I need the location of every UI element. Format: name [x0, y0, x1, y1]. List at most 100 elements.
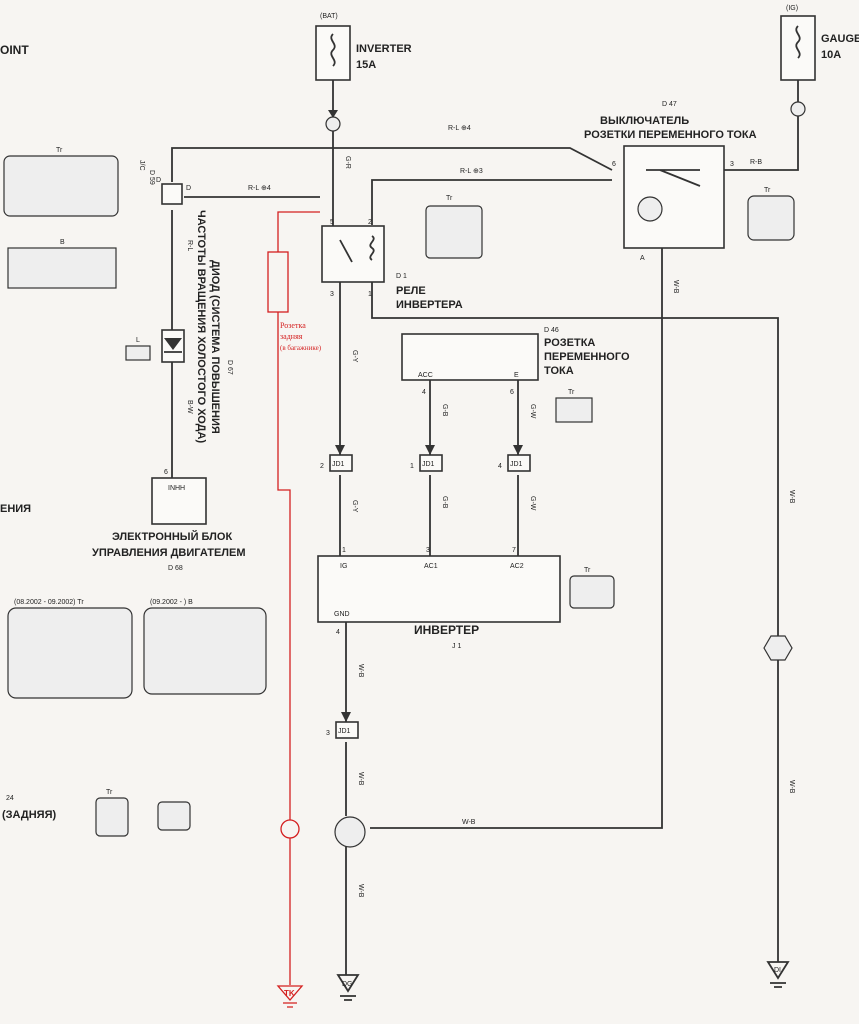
fuse-box	[780, 15, 816, 81]
ecu-title: ЭЛЕКТРОННЫЙ БЛОК	[112, 530, 232, 543]
switch-contact-icon	[646, 169, 701, 187]
ecu: INHH 6 ЭЛЕКТРОННЫЙ БЛОК УПРАВЛЕНИЯ ДВИГА…	[7, 469, 267, 699]
inverter-pin-ig: IG	[340, 563, 347, 570]
relay-pin: 1	[368, 291, 372, 298]
ground-icon	[336, 974, 360, 1001]
fuse-supply: (BAT)	[320, 13, 338, 20]
socket-pin-e: E	[514, 372, 519, 379]
arrow-icon	[425, 445, 435, 455]
socket-code: D 46	[544, 327, 559, 334]
jc-box	[161, 183, 183, 205]
relay-pin: 5	[330, 219, 334, 226]
left-rear-number: 24	[6, 795, 14, 802]
socket-box	[401, 333, 539, 381]
switch-connector-tag: Tr	[764, 187, 771, 194]
ac-socket: ACC E 4 6 D 46 РОЗЕТКА ПЕРЕМЕННОГО ТОКА …	[401, 327, 630, 423]
jc-pin-left: D	[156, 177, 161, 184]
relay-coil-icon	[339, 235, 375, 263]
wire-label-b-w: B-W	[186, 400, 193, 414]
fuse-supply: (IG)	[786, 5, 798, 12]
socket-connector-tag: Tr	[568, 389, 575, 396]
red-junction-icon	[280, 819, 300, 839]
relay-title: РЕЛЕ	[396, 285, 426, 297]
wire-r-l-4-top	[171, 147, 613, 182]
jd1-number: 3	[326, 730, 330, 737]
wire-label: W-B	[462, 819, 476, 826]
jd1-box	[419, 454, 443, 472]
wire-label: G-W	[529, 496, 536, 511]
fuse-icon	[330, 33, 336, 67]
jd1-box	[335, 721, 359, 739]
wire-r-b	[722, 80, 799, 171]
inverter-pin-ac1: AC1	[424, 563, 438, 570]
ecu-pin-name: INHH	[168, 485, 185, 492]
inverter-pin-number: 4	[336, 629, 340, 636]
socket-pin-acc: ACC	[418, 372, 433, 379]
fuse-inverter: (BAT) INVERTER 15A	[315, 13, 412, 132]
relay-box	[321, 225, 385, 283]
jd1-number: 1	[410, 463, 414, 470]
wire-label-r-l: R-L	[186, 240, 193, 251]
socket-line2: ПЕРЕМЕННОГО	[544, 351, 630, 363]
wire-label: W-B	[357, 772, 364, 786]
wire-label: W-B	[357, 884, 364, 898]
wire-label: W-B	[788, 490, 795, 504]
socket-title: РОЗЕТКА	[544, 337, 595, 349]
inverter-pin-gnd: GND	[334, 611, 350, 618]
left-connector-tag: Tr	[56, 147, 63, 154]
fuse-name: GAUGE	[821, 33, 859, 45]
wire-label: W-B	[357, 664, 364, 678]
fuse-gauge: (IG) GAUGE 10A	[780, 5, 859, 117]
socket-pin: 6	[510, 389, 514, 396]
red-annotation: Розетка задняя (в багажнике) TK	[267, 211, 322, 1008]
junction-hex-icon	[763, 635, 793, 661]
jc-label: J/C	[138, 160, 145, 171]
jd1-box	[329, 454, 353, 472]
relay-pin: 3	[330, 291, 334, 298]
fuse-icon	[795, 25, 801, 59]
switch-connector-icon	[747, 195, 795, 241]
jd1-label: JD1	[332, 461, 345, 468]
junction-icon	[334, 816, 366, 848]
relay: 5 2 3 1 D 1 РЕЛЕ ИНВЕРТЕРА Tr	[321, 195, 483, 311]
ground-section: DG DI	[334, 635, 793, 1001]
ac-switch: D 47 ВЫКЛЮЧАТЕЛЬ РОЗЕТКИ ПЕРЕМЕННОГО ТОК…	[584, 101, 795, 262]
diode-title: ДИОД (СИСТЕМА ПОВЫШЕНИЯ	[209, 260, 221, 434]
diode-icon	[164, 338, 182, 350]
wire-label: W-B	[672, 280, 679, 294]
inverter-title: ИНВЕРТЕР	[414, 623, 479, 637]
relay-pin: 2	[368, 219, 372, 226]
socket-connector-icon	[555, 397, 593, 423]
relay-connector-tag: Tr	[446, 195, 453, 202]
relay-subtitle: ИНВЕРТЕРА	[396, 299, 463, 311]
ecu-pin: 6	[164, 469, 168, 476]
left-enia-label: ЕНИЯ	[0, 503, 31, 515]
wire-arrows	[328, 110, 523, 722]
red-ground-icon	[276, 985, 304, 1008]
arrow-icon	[513, 445, 523, 455]
arrow-icon	[335, 445, 345, 455]
wire-label: G-Y	[351, 500, 358, 513]
ecu-connector-a-icon	[7, 607, 133, 699]
switch-box	[623, 145, 725, 249]
wire-label: G-B	[441, 496, 448, 509]
wire-label: R-L ⊕3	[460, 168, 483, 175]
jd1-number: 2	[320, 463, 324, 470]
left-connector-icon	[3, 155, 119, 217]
left-rear-label: (ЗАДНЯЯ)	[2, 809, 56, 821]
terminal-icon	[790, 101, 806, 117]
jd1-label: JD1	[338, 728, 351, 735]
arrow-icon	[341, 712, 351, 722]
wire-w-b-switch	[370, 248, 663, 829]
wire-label: G-Y	[351, 350, 358, 363]
diode-connector-icon	[125, 345, 151, 361]
relay-connector-icon	[425, 205, 483, 259]
jc-pin: D	[186, 185, 191, 192]
diode-subtitle: ЧАСТОТЫ ВРАЩЕНИЯ ХОЛОСТОГО ХОДА)	[195, 210, 207, 443]
jd1-junctions: JD1 2 JD1 1 JD1 4 JD1 3	[320, 454, 531, 739]
wire-label: G-B	[441, 404, 448, 417]
relay-code: D 1	[396, 273, 407, 280]
switch-title: ВЫКЛЮЧАТЕЛЬ	[600, 115, 689, 127]
inverter-pin-number: 7	[512, 547, 516, 554]
